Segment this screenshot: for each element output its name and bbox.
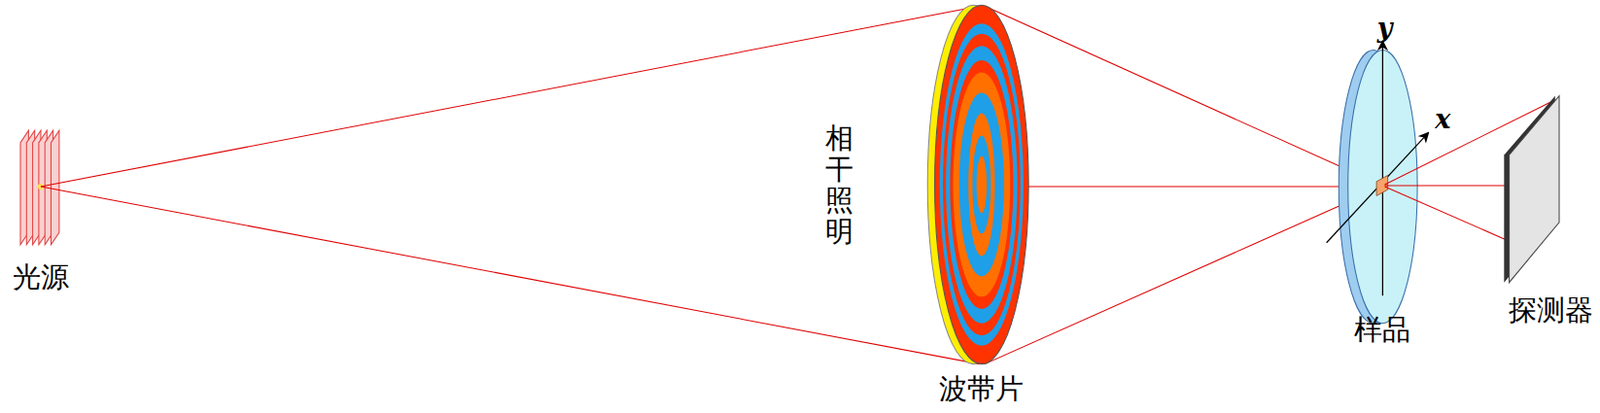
sample-label: 样品 [1354,311,1411,350]
zone-plate [927,4,1029,364]
axes [1326,40,1429,296]
detector-label: 探测器 [1508,291,1594,331]
light-source [20,130,60,245]
beam-lines [40,5,1383,364]
zone-plate-label: 波带片 [939,370,1024,410]
detector [1503,96,1560,283]
axis-label: y [1377,12,1393,43]
source-label: 光源 [12,258,70,298]
sample-disc [1338,49,1418,323]
illumination-label: 相干照明 [825,123,854,248]
axis-label: x [1434,103,1451,134]
